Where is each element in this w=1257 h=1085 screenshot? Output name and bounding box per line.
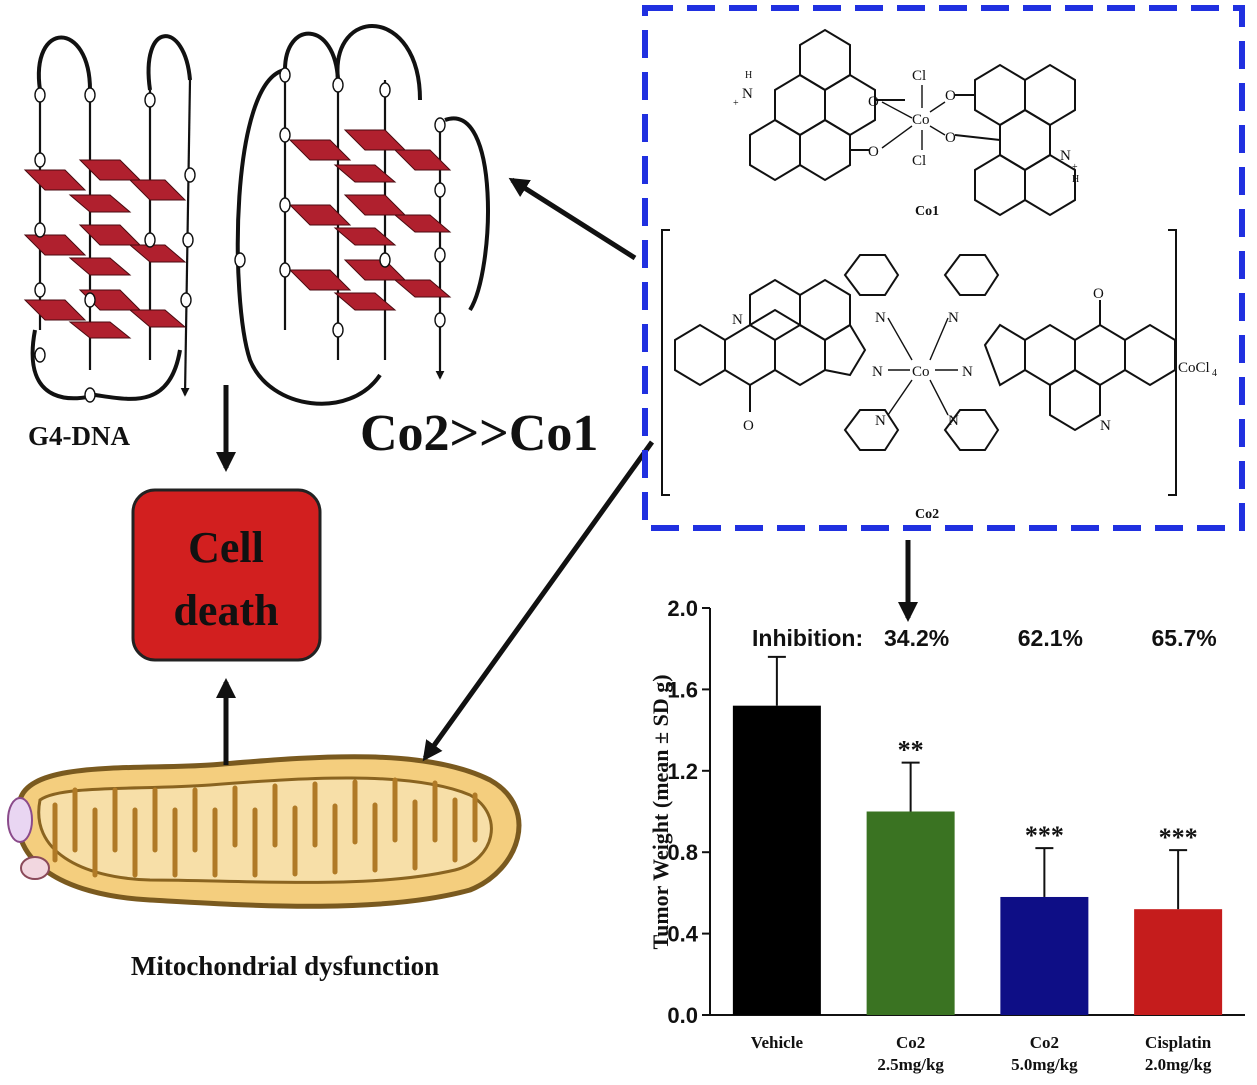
mito-label: Mitochondrial dysfunction: [131, 951, 439, 981]
svg-text:N: N: [948, 310, 959, 326]
category-label: Co2: [896, 1033, 925, 1052]
cell-death-line1: Cell: [188, 523, 264, 572]
svg-text:+: +: [1072, 162, 1078, 173]
svg-text:4: 4: [1212, 368, 1217, 379]
y-tick-label: 0.0: [667, 1003, 698, 1028]
inhibition-value: 65.7%: [1152, 625, 1217, 651]
bar: [1000, 896, 1089, 1015]
bar: [866, 811, 955, 1015]
category-label: Vehicle: [751, 1033, 804, 1052]
significance-mark: ***: [1025, 821, 1064, 850]
compound-box: [642, 5, 1245, 531]
svg-text:N: N: [962, 364, 973, 380]
chart-y-axis-label: Tumor Weight (mean ± SD g): [648, 674, 673, 949]
y-tick-label: 0.8: [667, 840, 698, 865]
svg-text:O: O: [945, 88, 956, 104]
svg-text:N: N: [742, 86, 753, 102]
category-label: Cisplatin: [1145, 1033, 1212, 1052]
g-quartet-tiles-right: [288, 129, 452, 311]
tumor-weight-chart: Tumor Weight (mean ± SD g) 0.0 0.4 0.8 1.2 1…: [648, 596, 1245, 1074]
pathway-arrows: [216, 177, 918, 765]
y-tick-label: 1.6: [667, 677, 698, 702]
svg-text:O: O: [743, 418, 754, 434]
inhibition-label: Inhibition:: [752, 625, 863, 651]
svg-text:Cl: Cl: [912, 153, 926, 169]
category-sublabel: 2.0mg/kg: [1145, 1055, 1212, 1074]
mitochondrion-illustration: [7, 754, 522, 909]
y-tick-label: 1.2: [667, 759, 698, 784]
y-tick-label: 2.0: [667, 596, 698, 621]
svg-text:N: N: [875, 310, 886, 326]
cell-death-background: [131, 488, 322, 662]
svg-text:H: H: [745, 70, 752, 81]
svg-text:Co: Co: [912, 364, 930, 380]
co1-structure: O O N H + Co Cl Cl O O N + H Co1: [733, 28, 1079, 219]
nucleotides-left: [34, 87, 196, 403]
category-sublabel: 5.0mg/kg: [1011, 1055, 1078, 1074]
co1-label: Co1: [915, 204, 939, 219]
category-sublabel: 2.5mg/kg: [877, 1055, 944, 1074]
svg-text:O: O: [1093, 286, 1104, 302]
significance-mark: **: [898, 736, 924, 765]
svg-text:+: +: [733, 98, 739, 109]
co2-label: Co2: [915, 507, 939, 522]
bar: [1134, 909, 1223, 1015]
inhibition-value: 62.1%: [1018, 625, 1083, 651]
svg-text:N: N: [1060, 148, 1071, 164]
co-comparison-label: Co2>>Co1: [360, 405, 598, 462]
svg-text:N: N: [732, 312, 743, 328]
nucleotides-right: [234, 67, 446, 338]
svg-text:N: N: [1100, 418, 1111, 434]
arrow-complex-to-g4: [508, 177, 637, 261]
arrow-complex-to-mito: [422, 440, 655, 762]
cell-death-line2: death: [173, 586, 278, 635]
g-quadruplex-left: [23, 34, 196, 403]
g-quartet-tiles-left: [23, 159, 187, 339]
svg-text:N: N: [872, 364, 883, 380]
g-quadruplex-right: [234, 24, 490, 406]
svg-text:H: H: [1072, 174, 1079, 185]
y-tick-label: 0.4: [667, 922, 698, 947]
cell-death-box: Cell death: [131, 488, 322, 662]
svg-text:O: O: [945, 130, 956, 146]
svg-text:N: N: [875, 413, 886, 429]
inhibition-value: 34.2%: [884, 625, 949, 651]
svg-text:O: O: [868, 144, 879, 160]
svg-text:N: N: [948, 413, 959, 429]
significance-mark: ***: [1159, 823, 1198, 852]
svg-text:CoCl: CoCl: [1178, 360, 1210, 376]
category-label: Co2: [1030, 1033, 1059, 1052]
svg-text:Cl: Cl: [912, 68, 926, 84]
svg-text:Co: Co: [912, 112, 930, 128]
svg-text:O: O: [868, 94, 879, 110]
g4-dna-label: G4-DNA: [28, 421, 130, 451]
bar: [732, 705, 821, 1015]
co2-structure: CoCl 4 N O N N N Co N N N O N Co: [661, 229, 1217, 522]
